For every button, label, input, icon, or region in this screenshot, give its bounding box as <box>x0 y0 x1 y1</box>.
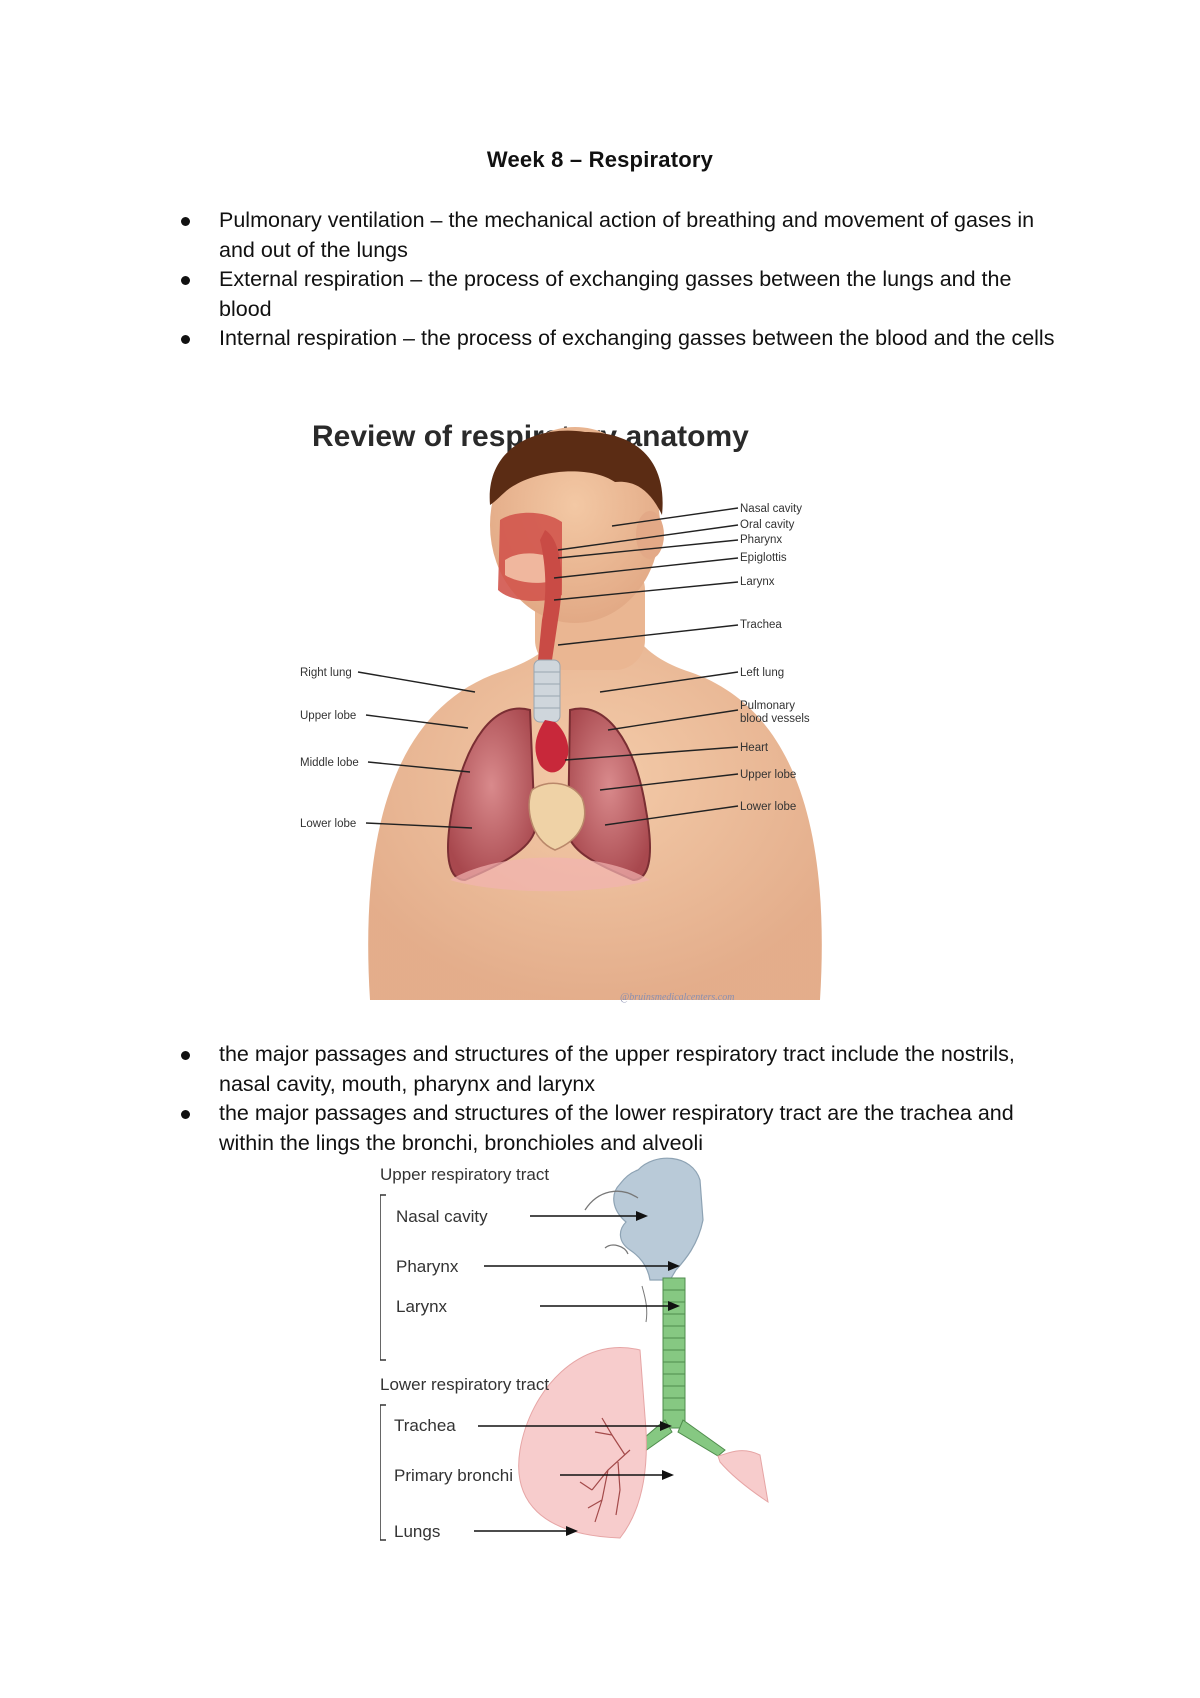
label-upper-lobe-left: Upper lobe <box>740 769 796 781</box>
tract-label-trachea: Trachea <box>394 1416 456 1435</box>
label-pharynx: Pharynx <box>740 534 782 546</box>
label-oral-cavity: Oral cavity <box>740 519 795 531</box>
intro-bullet-list: Pulmonary ventilation – the mechanical a… <box>178 206 1058 354</box>
label-right-lung: Right lung <box>300 667 352 679</box>
bullet-upper-tract: the major passages and structures of the… <box>178 1040 1058 1099</box>
upper-tract-heading: Upper respiratory tract <box>380 1165 549 1184</box>
label-lower-lobe-right: Lower lobe <box>300 818 356 830</box>
respiratory-anatomy-illustration: Review of respiratory anatomy <box>300 420 822 1003</box>
tract-label-nasal-cavity: Nasal cavity <box>396 1207 488 1226</box>
respiratory-tract-figure: Upper respiratory tract Lower respirator… <box>379 1150 810 1545</box>
bullet-pulmonary-ventilation: Pulmonary ventilation – the mechanical a… <box>178 206 1058 265</box>
label-blood-vessels: blood vessels <box>740 713 810 725</box>
tract-label-larynx: Larynx <box>396 1297 448 1316</box>
label-pulmonary: Pulmonary <box>740 700 795 712</box>
bullet-internal-respiration: Internal respiration – the process of ex… <box>178 324 1058 354</box>
label-larynx: Larynx <box>740 576 775 588</box>
respiratory-tract-diagram: Upper respiratory tract Lower respirator… <box>379 1157 769 1541</box>
lower-tract-heading: Lower respiratory tract <box>380 1375 549 1394</box>
respiratory-anatomy-figure: Review of respiratory anatomy <box>300 410 910 1015</box>
label-epiglottis: Epiglottis <box>740 552 787 564</box>
bullet-external-respiration: External respiration – the process of ex… <box>178 265 1058 324</box>
label-trachea: Trachea <box>740 619 782 631</box>
image-credit: @bruinsmedicalcenters.com <box>620 992 734 1003</box>
label-left-lung: Left lung <box>740 667 784 679</box>
tract-label-primary-bronchi: Primary bronchi <box>394 1466 513 1485</box>
tract-bullet-list: the major passages and structures of the… <box>178 1040 1058 1158</box>
bullet-lower-tract: the major passages and structures of the… <box>178 1099 1058 1158</box>
label-upper-lobe-right: Upper lobe <box>300 710 356 722</box>
label-lower-lobe-left: Lower lobe <box>740 801 796 813</box>
page-title: Week 8 – Respiratory <box>486 147 714 172</box>
tract-label-pharynx: Pharynx <box>396 1257 459 1276</box>
label-nasal-cavity: Nasal cavity <box>740 503 802 515</box>
label-middle-lobe: Middle lobe <box>300 757 359 769</box>
tract-label-lungs: Lungs <box>394 1522 440 1541</box>
label-heart: Heart <box>740 742 769 754</box>
